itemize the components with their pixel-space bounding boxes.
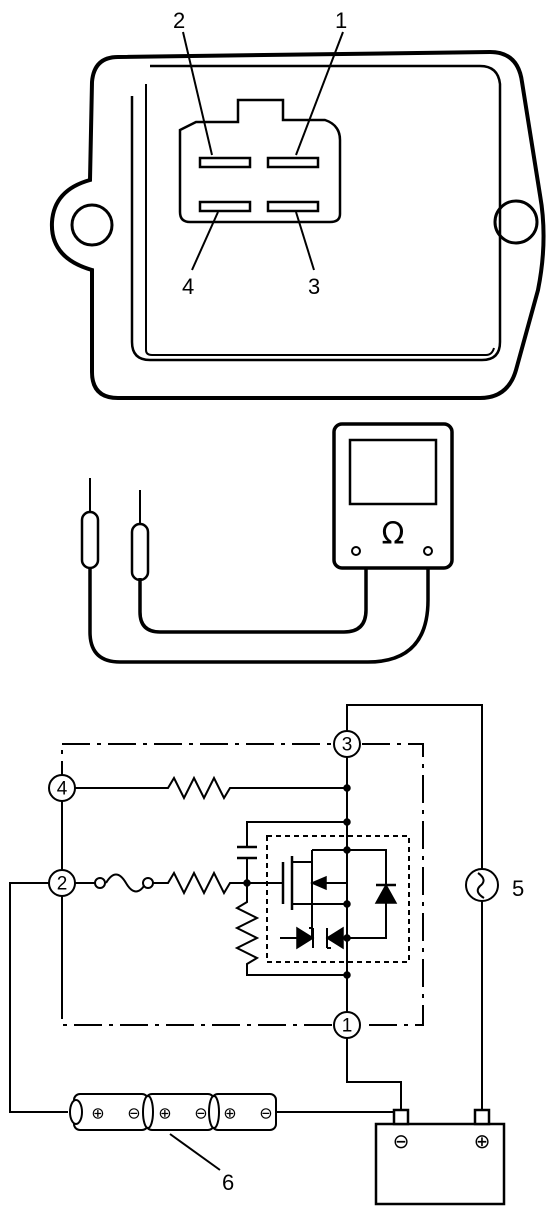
battery-negative-mark: ⊖: [393, 1129, 410, 1153]
zener-triangle-left: [296, 926, 315, 950]
node-3-circle: [333, 730, 361, 758]
bulb-filament: [476, 872, 485, 899]
node-label-1: 1: [342, 1016, 353, 1037]
semiconductor-symbols: [243, 784, 398, 979]
mount-hole-left: [70, 203, 114, 247]
leader-3: [295, 211, 315, 271]
ohmmeter: [80, 422, 454, 664]
leader-2: [182, 31, 213, 156]
connector-pins: [182, 31, 344, 271]
inner-plate: [130, 64, 502, 362]
battery-post-negative: [392, 1108, 410, 1126]
car-battery: [374, 1108, 506, 1206]
leader-6: [169, 1133, 221, 1171]
pin-4-slot: [198, 200, 252, 213]
pin-label-3: 3: [308, 274, 320, 299]
cell-mark-5: ⊕: [223, 1104, 236, 1123]
mosfet-arrow: [310, 875, 327, 891]
zener-wire: [280, 849, 387, 939]
meter-display: [348, 438, 438, 506]
cell-2-cap: [142, 1095, 154, 1129]
mosfet-module: [266, 835, 410, 963]
battery-post-positive: [473, 1108, 491, 1126]
cell-3-cap: [208, 1095, 220, 1129]
meter-ohm-symbol: Ω: [382, 517, 405, 552]
connector-body: [178, 98, 342, 224]
cell-1-cap: [69, 1099, 83, 1125]
pin-3-slot: [266, 200, 320, 213]
housing-outline: [49, 49, 546, 400]
cell-mark-1: ⊕: [91, 1104, 104, 1123]
capacitor-wire: [246, 821, 347, 883]
wire-node2-to-cells: [9, 882, 68, 1113]
junction-2: [343, 818, 351, 826]
housing-boundary: [61, 743, 424, 1026]
wire-node2-resistor: [153, 870, 283, 896]
callout-5: 5: [512, 876, 524, 901]
resistor-housing: [49, 49, 546, 400]
meter-lead-inner: [138, 568, 368, 634]
probe-left: [80, 510, 100, 570]
callout-6: 6: [222, 1170, 234, 1195]
test-bulb: [465, 868, 499, 902]
junction-6: [343, 971, 351, 979]
node-label-3: 3: [342, 735, 353, 756]
junction-1: [343, 784, 351, 792]
junction-3: [343, 846, 351, 854]
meter-body: [332, 422, 454, 570]
circuit-nodes: [48, 730, 361, 1039]
junction-5: [343, 934, 351, 942]
wire-node3-to-bulb: [346, 704, 483, 870]
cell-mark-4: ⊖: [194, 1104, 207, 1123]
fuse-terminals: [94, 877, 154, 889]
diode-triangle: [374, 883, 398, 904]
battery-positive-mark: ⊕: [474, 1129, 491, 1153]
fuse-element: [105, 873, 147, 893]
meter-jack-left: [351, 546, 361, 556]
mosfet-terminals: [292, 849, 347, 938]
leader-1: [295, 31, 344, 156]
leader-4: [191, 211, 219, 271]
zener-bars: [309, 927, 331, 949]
fuse-terminal-right: [142, 877, 154, 889]
cell-pack: [69, 1093, 277, 1131]
junction-7: [243, 879, 251, 887]
node-1-circle: [333, 1011, 361, 1039]
probe-right: [130, 522, 150, 582]
node-2-circle: [48, 869, 76, 897]
meter-lead-outer: [88, 568, 430, 664]
cell-mark-6: ⊖: [259, 1104, 272, 1123]
battery-case: [374, 1122, 506, 1206]
junction-4: [343, 900, 351, 908]
mount-hole-right: [493, 199, 539, 245]
pin-label-4: 4: [182, 274, 194, 299]
meter-jack-right: [423, 546, 433, 556]
pin-label-1: 1: [335, 8, 347, 33]
wire-node4-resistor: [75, 775, 347, 801]
fuse-terminal-left: [94, 877, 106, 889]
pin-2-slot: [198, 156, 252, 169]
node-label-2: 2: [57, 874, 68, 895]
cell-mark-3: ⊕: [158, 1104, 171, 1123]
zener-triangle-right: [325, 926, 344, 950]
node-label-4: 4: [57, 779, 68, 800]
pin-1-slot: [266, 156, 320, 169]
lower-resistor: [234, 883, 347, 976]
pin-label-2: 2: [173, 8, 185, 33]
cell-mark-2: ⊖: [127, 1104, 140, 1123]
wire-node1-to-battery: [346, 1038, 402, 1112]
circuit-wiring: [9, 704, 483, 1171]
node-4-circle: [48, 774, 76, 802]
inner-plate-edge: [145, 84, 495, 356]
